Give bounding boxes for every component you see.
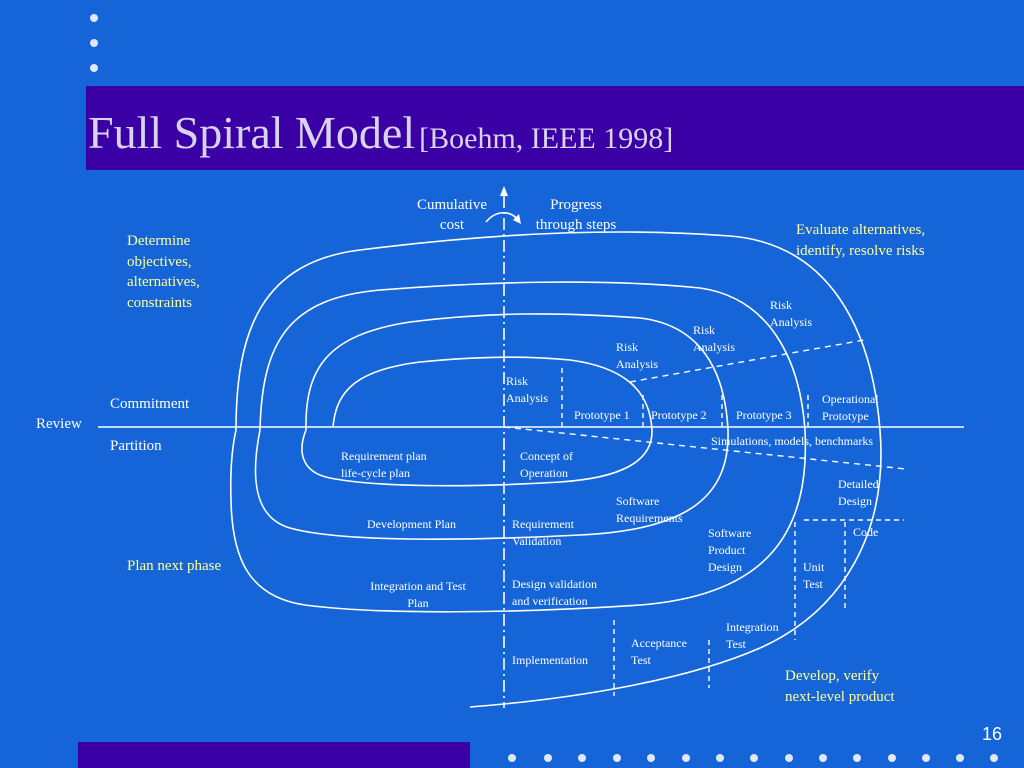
operational-prototype: Operational Prototype [822, 392, 879, 423]
concept-of-operation: Concept of Operation [520, 449, 573, 480]
prototype-3: Prototype 3 [736, 408, 792, 422]
dot-icon [90, 14, 98, 22]
slide-title: Full Spiral Model [Boehm, IEEE 1998] [88, 106, 673, 159]
progress-text: Progress through steps [535, 197, 617, 233]
progress-label: Progress through steps [520, 195, 632, 235]
quadrant-evaluate: Evaluate alternatives, identify, resolve… [796, 222, 926, 259]
dot-icon [990, 754, 998, 762]
dot-icon [90, 64, 98, 72]
spiral-loop-2 [254, 313, 729, 540]
spiral-loop-3 [229, 281, 807, 613]
bottom-bar [78, 742, 470, 768]
simulations-label: Simulations, models, benchmarks [711, 434, 873, 448]
dot-icon [888, 754, 896, 762]
page-number: 16 [981, 724, 1002, 744]
spiral-loop-1 [301, 356, 653, 487]
dot-icon [922, 754, 930, 762]
review-label: Review [36, 416, 82, 432]
software-requirements: Software Requirements [616, 494, 683, 525]
quadrant-plan: Plan next phase [127, 558, 222, 574]
dot-icon [613, 754, 621, 762]
software-product-design: Software Product Design [708, 526, 752, 574]
dot-icon [853, 754, 861, 762]
prototype-1: Prototype 1 [574, 408, 630, 422]
integration-test: Integration Test [726, 620, 779, 651]
development-plan: Development Plan [367, 517, 456, 531]
risk-analysis-4: Risk Analysis [770, 298, 812, 329]
development-divider [503, 426, 907, 470]
vertical-axis-arrow-icon [500, 186, 508, 196]
design-validation: Design validation and verification [512, 577, 597, 608]
dot-icon [578, 754, 586, 762]
spiral-loop-4 [235, 231, 882, 708]
title-main: Full Spiral Model [88, 107, 416, 158]
dot-icon [90, 39, 98, 47]
requirement-plan: Requirement plan life-cycle plan [341, 449, 427, 480]
cumulative-cost-label: Cumulative cost [404, 195, 500, 235]
cumulative-cost-text: Cumulative cost [417, 197, 487, 233]
implementation-label: Implementation [512, 653, 588, 667]
prototype-2: Prototype 2 [651, 408, 707, 422]
integration-test-plan: Integration and Test Plan [370, 579, 466, 610]
dot-icon [750, 754, 758, 762]
risk-analysis-1: Risk Analysis [506, 374, 548, 405]
dot-icon [956, 754, 964, 762]
quadrant-develop: Develop, verify next-level product [785, 668, 895, 705]
quadrant-determine: Determine objectives, alternatives, cons… [127, 233, 200, 311]
dot-icon [508, 754, 516, 762]
dot-icon [544, 754, 552, 762]
dot-icon [647, 754, 655, 762]
title-bar [86, 86, 1024, 170]
detailed-design: Detailed Design [838, 477, 879, 508]
dot-icon [682, 754, 690, 762]
risk-analysis-2: Risk Analysis [616, 340, 658, 371]
title-citation: [Boehm, IEEE 1998] [419, 122, 674, 155]
code-label: Code [853, 525, 879, 539]
risk-divider [629, 339, 865, 383]
acceptance-test: Acceptance Test [631, 636, 687, 667]
risk-analysis-3: Risk Analysis [693, 323, 735, 354]
dot-icon [819, 754, 827, 762]
partition-label: Partition [110, 438, 162, 454]
unit-test: Unit Test [803, 560, 825, 591]
dot-icon [716, 754, 724, 762]
dot-icon [785, 754, 793, 762]
requirement-validation: Requirement Validation [512, 517, 574, 548]
commitment-label: Commitment [110, 396, 190, 412]
